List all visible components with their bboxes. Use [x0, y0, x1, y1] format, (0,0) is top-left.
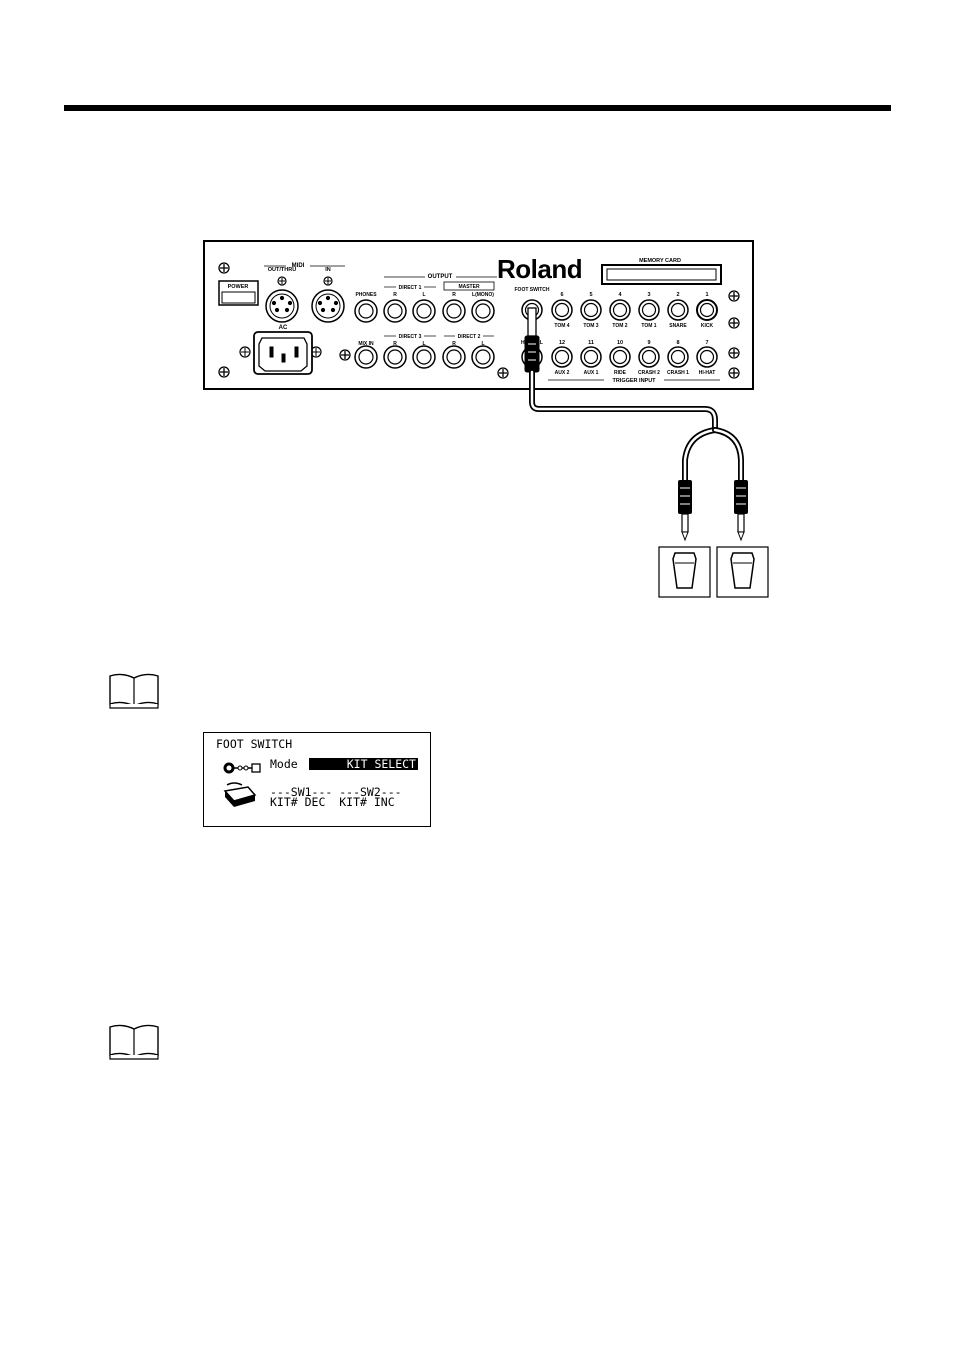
trigger-2-name: SNARE [669, 323, 687, 329]
trigger-7-jack [696, 346, 718, 368]
switch-plug-right [734, 480, 748, 542]
trigger-9-name: CRASH 2 [638, 370, 660, 376]
lcd-sw-values: KIT# DEC KIT# INC [270, 795, 395, 809]
trigger-1-name: KICK [701, 323, 714, 329]
foot-pedal-icon [223, 782, 257, 807]
roland-logo: Roland [497, 254, 582, 284]
foot-switch-pedal-right [716, 546, 769, 598]
trigger-11-jack [580, 346, 602, 368]
phones-label: PHONES [355, 292, 377, 298]
trigger-8-num: 8 [676, 340, 679, 346]
trigger-8-jack [667, 346, 689, 368]
trigger-4-name: TOM 2 [612, 323, 627, 329]
foot-switch-jack-icon [223, 762, 261, 774]
master-label: MASTER [458, 284, 480, 290]
midi-in-label: IN [325, 267, 331, 273]
master-l-jack [471, 299, 495, 323]
direct3-label: DIRECT 3 [399, 334, 422, 340]
y-cable [529, 369, 744, 483]
book-icon [109, 673, 159, 709]
trigger-input-label: TRIGGER INPUT [612, 378, 656, 384]
out-r2-label: R [452, 341, 456, 347]
trigger-2-num: 2 [676, 292, 679, 298]
trigger-11-num: 11 [588, 340, 594, 346]
direct3-l-jack [412, 345, 436, 369]
ac-label: AC [279, 325, 288, 331]
trigger-6-jack [551, 299, 573, 321]
switch-plug-left [678, 480, 692, 542]
direct2-r-jack [442, 345, 466, 369]
phones-jack [354, 299, 378, 323]
lcd-screen: FOOT SWITCH Mode KIT SELECT ---SW1--- --… [203, 732, 431, 827]
power-label: POWER [228, 284, 249, 290]
trigger-12-jack [551, 346, 573, 368]
trigger-jacks [551, 299, 718, 368]
trigger-5-num: 5 [589, 292, 592, 298]
output-label: OUTPUT [428, 274, 453, 280]
master-l-mono-label: L(MONO) [472, 292, 494, 298]
trigger-10-jack [609, 346, 631, 368]
trigger-top-labels: 6 5 4 3 2 1 TOM 4 TOM 3 TOM 2 TOM 1 SNAR… [554, 292, 713, 329]
trigger-6-name: TOM 4 [554, 323, 569, 329]
trigger-9-num: 9 [647, 340, 650, 346]
midi-out-thru-label: OUT/THRU [268, 267, 296, 273]
foot-switch-label: FOOT SWITCH [515, 287, 550, 293]
trigger-7-num: 7 [705, 340, 708, 346]
master-r-label: R [452, 292, 456, 298]
out-l3-label: L [422, 341, 425, 347]
trigger-1-num: 1 [705, 292, 708, 298]
trigger-5-jack [580, 299, 602, 321]
direct1-l-jack [412, 299, 436, 323]
out-l2-label: L [481, 341, 484, 347]
panel-screws [218, 262, 740, 379]
trigger-9-jack [638, 346, 660, 368]
trigger-1-jack [696, 299, 718, 321]
ac-inlet [239, 331, 322, 375]
out-r3-label: R [393, 341, 397, 347]
direct3-r-jack [383, 345, 407, 369]
trigger-12-name: AUX 2 [555, 370, 570, 376]
foot-switch-pedal-left [658, 546, 711, 598]
lcd-title: FOOT SWITCH [216, 737, 293, 751]
lcd-sw-header: ---SW1--- ---SW2--- [270, 785, 402, 799]
direct2-l-jack [471, 345, 495, 369]
trigger-3-num: 3 [647, 292, 650, 298]
trigger-11-name: AUX 1 [584, 370, 599, 376]
trigger-6-num: 6 [560, 292, 563, 298]
midi-in-jack [311, 276, 345, 323]
mix-in-jack [354, 345, 378, 369]
trigger-3-jack [638, 299, 660, 321]
midi-label: MIDI [292, 263, 305, 269]
direct1-label: DIRECT 1 [399, 285, 422, 291]
trigger-4-num: 4 [618, 292, 622, 298]
out-l1-label: L [422, 292, 425, 298]
trigger-3-name: TOM 1 [641, 323, 656, 329]
memory-card-label: MEMORY CARD [639, 258, 681, 264]
foot-switch-plug [524, 307, 540, 373]
mix-in-label: MIX IN [358, 341, 374, 347]
header-rule [64, 105, 891, 111]
master-r-jack [442, 299, 466, 323]
out-r1-label: R [393, 292, 397, 298]
trigger-10-name: RIDE [614, 370, 627, 376]
lcd-mode-label: Mode [270, 757, 298, 771]
output-jacks [354, 299, 495, 369]
lcd-mode-value[interactable]: KIT SELECT [309, 758, 418, 770]
direct1-r-jack [383, 299, 407, 323]
trigger-7-name: HI-HAT [699, 370, 716, 376]
trigger-12-num: 12 [559, 340, 565, 346]
book-icon [109, 1024, 159, 1060]
trigger-4-jack [609, 299, 631, 321]
trigger-5-name: TOM 3 [583, 323, 598, 329]
trigger-2-jack [667, 299, 689, 321]
direct2-label: DIRECT 2 [458, 334, 481, 340]
midi-out-jack [265, 276, 299, 323]
trigger-8-name: CRASH 1 [667, 370, 689, 376]
trigger-bottom-labels: 12 11 10 9 8 7 AUX 2 AUX 1 RIDE CRASH 2 … [555, 340, 716, 376]
trigger-10-num: 10 [617, 340, 623, 346]
